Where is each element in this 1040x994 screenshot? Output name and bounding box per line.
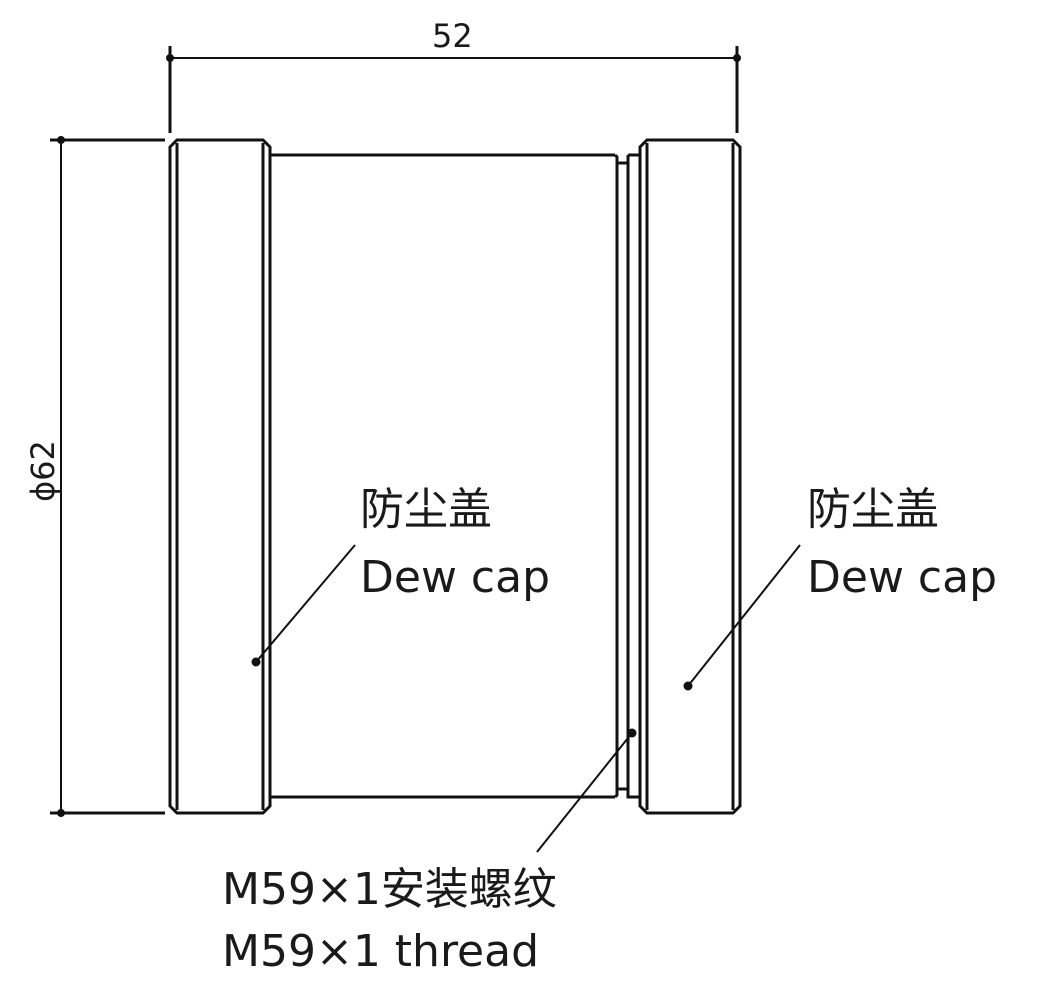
tube-body [270,153,640,799]
right-dew-cap [638,138,742,815]
left-cap-label-zh: 防尘盖 [360,484,492,535]
length-dimension [166,46,741,133]
left-dew-cap [168,138,272,815]
right-cap-label-zh: 防尘盖 [807,484,939,535]
leader-lines [251,544,801,853]
left-cap-label-en: Dew cap [360,552,551,603]
thread-label-en: M59×1 thread [222,926,540,977]
diameter-label: ϕ62 [24,440,62,502]
length-label: 52 [432,17,473,55]
thread-label-zh: M59×1安装螺纹 [222,864,557,915]
diameter-dimension [50,136,165,817]
right-cap-label-en: Dew cap [807,552,998,603]
